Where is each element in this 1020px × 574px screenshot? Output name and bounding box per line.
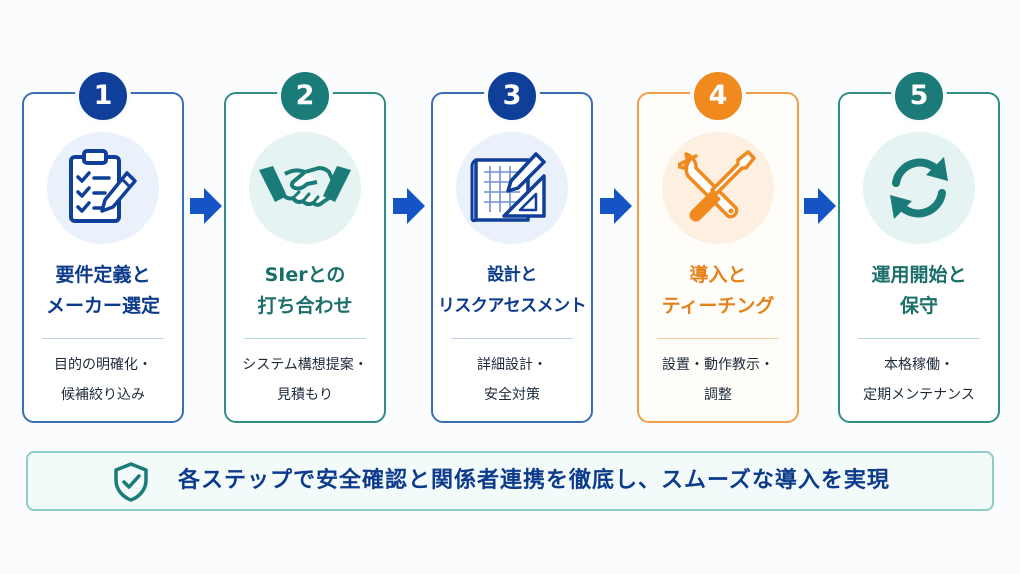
step-icon-circle: [47, 132, 159, 244]
summary-text: 各ステップで安全確認と関係者連携を徹底し、スムーズな導入を実現: [178, 468, 890, 493]
step-number-badge: 5: [891, 68, 947, 124]
step-icon-circle: [249, 132, 361, 244]
step-divider: [42, 338, 164, 339]
step-title: SIerとの 打ち合わせ: [257, 264, 353, 317]
step-divider: [858, 338, 980, 339]
wrench-screwdriver-icon: [678, 150, 756, 222]
step-divider: [451, 338, 573, 339]
step-icon-circle: [456, 132, 568, 244]
step-title: 設計と リスクアセスメント: [437, 265, 587, 316]
step-number-badge: 2: [277, 68, 333, 124]
right-arrow-icon: [804, 188, 836, 224]
step-title: 要件定義と メーカー選定: [45, 264, 160, 317]
step-description: 目的の明確化・ 候補絞り込み: [54, 357, 152, 403]
step-description: 詳細設計・ 安全対策: [477, 357, 547, 403]
step-card-5: 5 運用開始と 保守 本格稼働・ 定期メンテナンス: [838, 68, 1000, 423]
step-description: 設置・動作教示・ 調整: [662, 357, 774, 403]
step-divider: [244, 338, 366, 339]
step-card-3: 3 設計と リスクアセスメント: [431, 68, 593, 423]
handshake-icon: [259, 166, 351, 207]
step-card-1: 1 要件定義と メーカー選定 目的の明確化・ 候補絞り込み: [22, 68, 184, 423]
right-arrow-icon: [190, 188, 222, 224]
right-arrow-icon: [600, 188, 632, 224]
step-icon-circle: [662, 132, 774, 244]
step-divider: [657, 338, 779, 339]
step-description: 本格稼働・ 定期メンテナンス: [863, 357, 975, 403]
blueprint-pencil-icon: [470, 152, 546, 223]
step-number-badge: 1: [75, 68, 131, 124]
right-arrow-icon: [393, 188, 425, 224]
step-number-badge: 3: [484, 68, 540, 124]
step-description: システム構想提案・ 見積もり: [242, 357, 368, 403]
shield-check-icon: [114, 462, 148, 502]
step-card-4: 4 導入と ティーチング 設置・動作教示・ 調整: [637, 68, 799, 423]
step-icon-circle: [863, 132, 975, 244]
clipboard-checklist-icon: [69, 149, 137, 223]
step-number-badge: 4: [690, 68, 746, 124]
step-card-2: 2 SIerとの 打ち合わせ システム構想提案・ 見積もり: [224, 68, 386, 423]
step-title: 導入と ティーチング: [661, 264, 775, 317]
step-title: 運用開始と 保守: [871, 264, 967, 317]
refresh-cycle-icon: [890, 157, 948, 219]
summary-banner: 各ステップで安全確認と関係者連携を徹底し、スムーズな導入を実現: [26, 451, 994, 511]
